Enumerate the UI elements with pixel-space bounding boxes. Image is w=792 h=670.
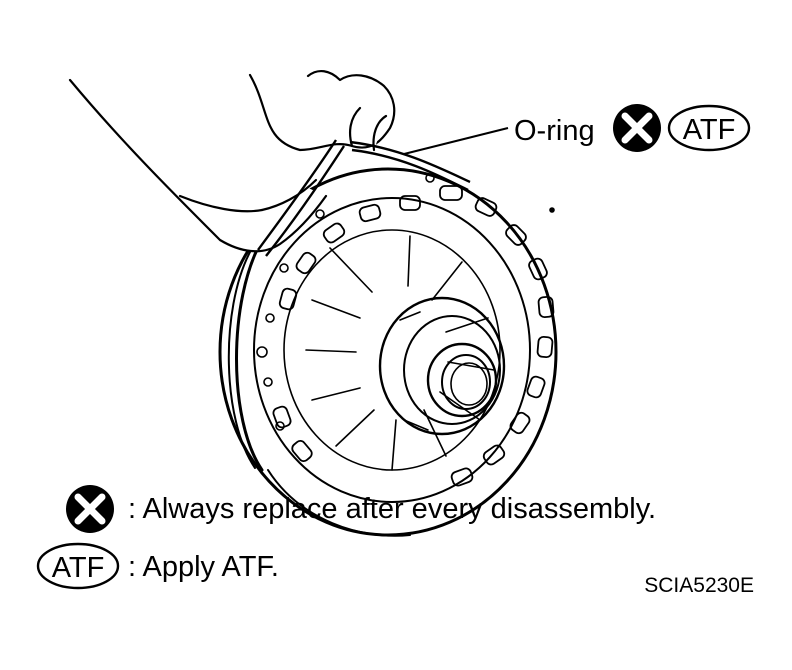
hands-illustration [68,70,396,253]
x-circle-icon [613,104,661,152]
legend-atf: ATF : Apply ATF. [36,542,279,590]
x-circle-icon [66,485,114,533]
atf-badge-label: ATF [683,114,736,146]
atf-oval-icon: ATF [36,542,120,590]
pump-assembly [218,167,558,537]
figure-code: SCIA5230E [644,574,754,597]
callout-leader [403,127,509,155]
legend-atf-text: : Apply ATF. [128,551,279,583]
legend-replace: : Always replace after every disassembly… [66,485,656,533]
legend-replace-text: : Always replace after every disassembly… [128,493,656,525]
o-ring [257,139,471,257]
o-ring-label: O-ring [514,115,595,147]
atf-oval-icon: ATF [667,104,751,152]
legend-atf-badge: ATF [52,552,105,584]
